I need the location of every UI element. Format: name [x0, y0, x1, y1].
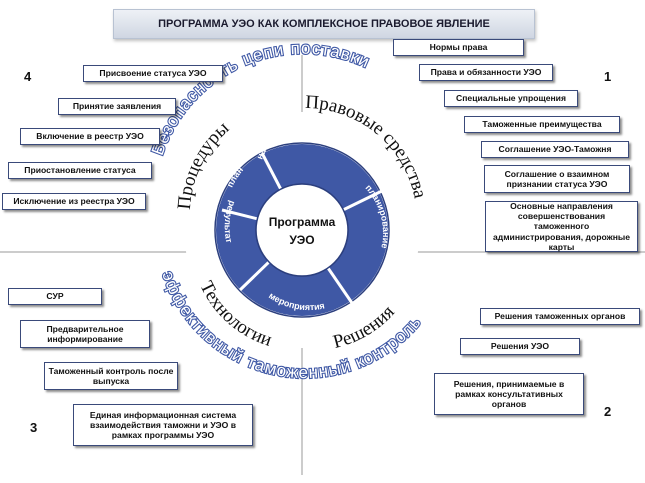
- technology-box: СУР: [8, 288, 102, 305]
- center-label-1: Программа: [269, 215, 336, 229]
- legal-means-box: Таможенные преимущества: [464, 116, 620, 133]
- technology-box: Предварительное информирование: [20, 320, 150, 348]
- process-ring: [216, 144, 388, 316]
- legal-means-box: Основные направления совершенствования т…: [485, 201, 638, 252]
- decision-box: Решения, принимаемые в рамках консультат…: [434, 373, 584, 415]
- center-label-2: УЭО: [289, 233, 314, 247]
- legal-means-box: Соглашение о взаимном признании статуса …: [484, 165, 630, 193]
- technology-box: Единая информационная система взаимодейс…: [73, 404, 253, 446]
- quadrant-number-4: 4: [24, 69, 32, 84]
- legal-means-box: Специальные упрощения: [444, 90, 578, 107]
- technology-box: Таможенный контроль после выпуска: [44, 362, 178, 390]
- procedure-box: Включение в реестр УЭО: [20, 128, 160, 145]
- legal-means-box: Нормы права: [393, 39, 524, 56]
- legal-means-box: Соглашение УЭО-Таможня: [481, 141, 629, 158]
- legal-means-box: Права и обязанности УЭО: [419, 64, 553, 81]
- procedure-box: Исключение из реестра УЭО: [2, 193, 146, 210]
- procedure-box: Принятие заявления: [58, 98, 176, 115]
- decision-box: Решения УЭО: [460, 338, 580, 355]
- procedure-box: Приостановление статуса: [8, 162, 152, 179]
- quadrant-number-2: 2: [604, 404, 612, 419]
- page-title: ПРОГРАММА УЭО КАК КОМПЛЕКСНОЕ ПРАВОВОЕ Я…: [113, 9, 535, 39]
- quadrant-number-1: 1: [604, 69, 612, 84]
- procedure-box: Присвоение статуса УЭО: [83, 65, 223, 82]
- quadrant-number-3: 3: [30, 420, 38, 435]
- decision-box: Решения таможенных органов: [480, 308, 640, 325]
